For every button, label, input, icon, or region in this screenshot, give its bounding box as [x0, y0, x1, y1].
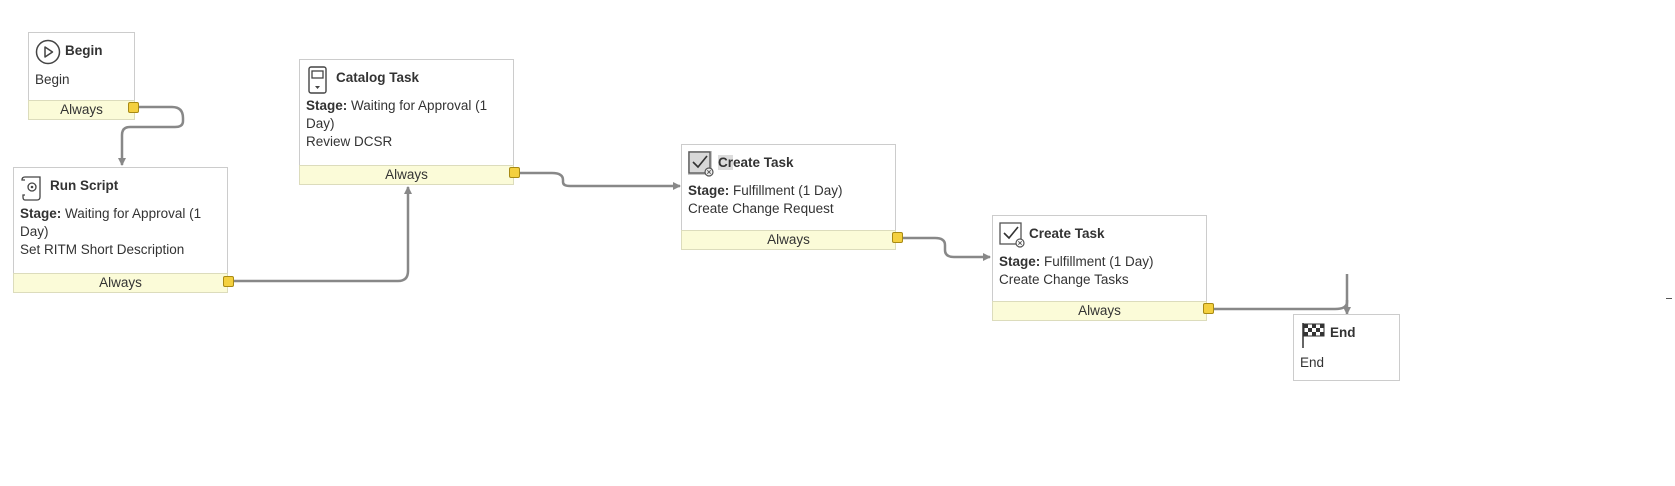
condition-always[interactable]: Always [992, 301, 1207, 321]
activity-stage: Stage: Waiting for Approval (1 Day) [20, 205, 221, 241]
activity-header: Create Task [993, 216, 1206, 250]
activity-body: Stage: Waiting for Approval (1 Day) Revi… [300, 94, 513, 153]
checkered-flag-icon [1300, 321, 1325, 348]
activity-header: Begin [29, 33, 134, 67]
stage-label: Stage: [999, 254, 1041, 269]
activity-stage: Stage: Fulfillment (1 Day) [688, 182, 889, 200]
activity-header: Catalog Task [300, 60, 513, 94]
transition-create-task-1-to-create-task-2[interactable] [903, 236, 991, 261]
activity-header: Create Task [682, 145, 895, 179]
activity-body: Begin [29, 67, 134, 91]
stage-label: Stage: [20, 206, 62, 221]
activity-title: End [1330, 325, 1356, 340]
activity-body: Stage: Waiting for Approval (1 Day) Set … [14, 202, 227, 261]
activity-text: Create Change Request [688, 201, 834, 216]
transition-begin-to-run-script[interactable] [118, 105, 185, 166]
activity-title: Run Script [50, 178, 119, 193]
stage-label: Stage: [688, 183, 730, 198]
activity-title: Catalog Task [336, 70, 420, 85]
stage-value: Waiting for Approval (1 Day) [306, 98, 488, 131]
canvas-edge-marker [1666, 298, 1672, 299]
transition-handle-run-script[interactable] [223, 276, 234, 287]
activity-text: End [1300, 355, 1325, 370]
activity-text: Create Change Tasks [999, 272, 1129, 287]
activity-title: Create Task [1029, 226, 1105, 241]
transition-handle-create-task-1[interactable] [892, 232, 903, 243]
create-task-icon [999, 222, 1025, 248]
activity-title: Create Task [718, 155, 794, 170]
activity-header: Run Script [14, 168, 227, 202]
activity-text: Review DCSR [306, 134, 393, 149]
activity-text: Set RITM Short Description [20, 242, 185, 257]
condition-always[interactable]: Always [28, 100, 135, 120]
activity-create-task-1[interactable]: Create Task Stage: Fulfillment (1 Day) C… [681, 144, 896, 250]
activity-header: End [1294, 315, 1399, 349]
activity-stage: Stage: Fulfillment (1 Day) [999, 253, 1200, 271]
transition-create-task-2-to-end[interactable] [1214, 274, 1349, 311]
activity-body: End [1294, 349, 1399, 374]
transition-run-script-to-catalog-task[interactable] [234, 186, 412, 283]
transition-handle-begin[interactable] [128, 102, 139, 113]
activity-end[interactable]: End End [1293, 314, 1400, 381]
activity-text: Begin [35, 72, 70, 87]
transition-handle-create-task-2[interactable] [1203, 303, 1214, 314]
condition-always[interactable]: Always [13, 273, 228, 293]
activity-create-task-2[interactable]: Create Task Stage: Fulfillment (1 Day) C… [992, 215, 1207, 321]
stage-value: Waiting for Approval (1 Day) [20, 206, 202, 239]
condition-always[interactable]: Always [299, 165, 514, 185]
create-task-icon [688, 151, 714, 177]
activity-title: Begin [65, 43, 103, 58]
activity-stage: Stage: Waiting for Approval (1 Day) [306, 97, 507, 133]
stage-value: Fulfillment (1 Day) [1044, 254, 1154, 269]
transition-handle-catalog-task[interactable] [509, 167, 520, 178]
condition-always[interactable]: Always [681, 230, 896, 250]
activity-catalog-task[interactable]: Catalog Task Stage: Waiting for Approval… [299, 59, 514, 185]
activity-body: Stage: Fulfillment (1 Day) Create Change… [993, 250, 1206, 291]
play-icon [35, 39, 61, 65]
transition-catalog-task-to-create-task-1[interactable] [520, 171, 681, 190]
title-rest: eate Task [733, 155, 794, 170]
activity-body: Stage: Fulfillment (1 Day) Create Change… [682, 179, 895, 220]
stage-value: Fulfillment (1 Day) [733, 183, 843, 198]
title-selection: Cr [718, 155, 734, 170]
activity-begin[interactable]: Begin Begin Always [28, 32, 135, 120]
stage-label: Stage: [306, 98, 348, 113]
catalog-task-icon [306, 66, 330, 94]
activity-run-script[interactable]: Run Script Stage: Waiting for Approval (… [13, 167, 228, 293]
script-icon [20, 174, 44, 201]
